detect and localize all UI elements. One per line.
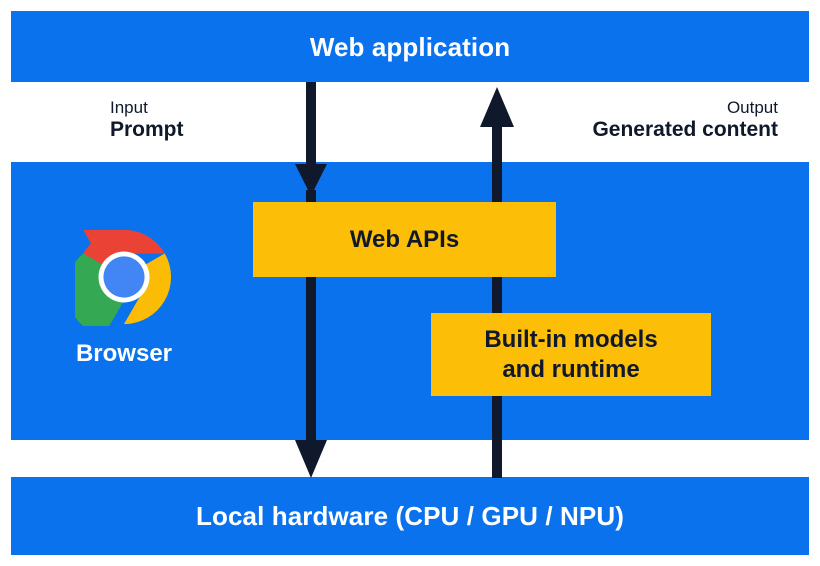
annotation-input-value: Prompt bbox=[110, 118, 184, 142]
browser-group: Browser bbox=[56, 228, 192, 368]
box-web-apis: Web APIs bbox=[253, 202, 556, 277]
band-local-hardware-title: Local hardware (CPU / GPU / NPU) bbox=[196, 501, 624, 531]
box-builtin-models-line1: Built-in models bbox=[484, 326, 658, 354]
annotation-input: Input Prompt bbox=[110, 98, 184, 143]
annotation-output-kind: Output bbox=[726, 98, 778, 117]
box-builtin-models-line2: and runtime bbox=[502, 355, 640, 383]
box-web-apis-label: Web APIs bbox=[349, 225, 460, 253]
band-web-application-title: Web application bbox=[309, 32, 511, 62]
annotation-output-value: Generated content bbox=[592, 118, 778, 142]
band-local-hardware: Local hardware (CPU / GPU / NPU) bbox=[11, 477, 809, 555]
chrome-logo-icon bbox=[75, 229, 172, 326]
annotation-output: Output Generated content bbox=[592, 98, 778, 143]
box-builtin-models: Built-in models and runtime bbox=[431, 313, 711, 396]
box-builtin-models-label: Built-in models and runtime bbox=[484, 325, 657, 384]
browser-label: Browser bbox=[75, 340, 173, 367]
annotation-input-kind: Input bbox=[110, 98, 148, 117]
band-web-application: Web application bbox=[11, 11, 809, 82]
